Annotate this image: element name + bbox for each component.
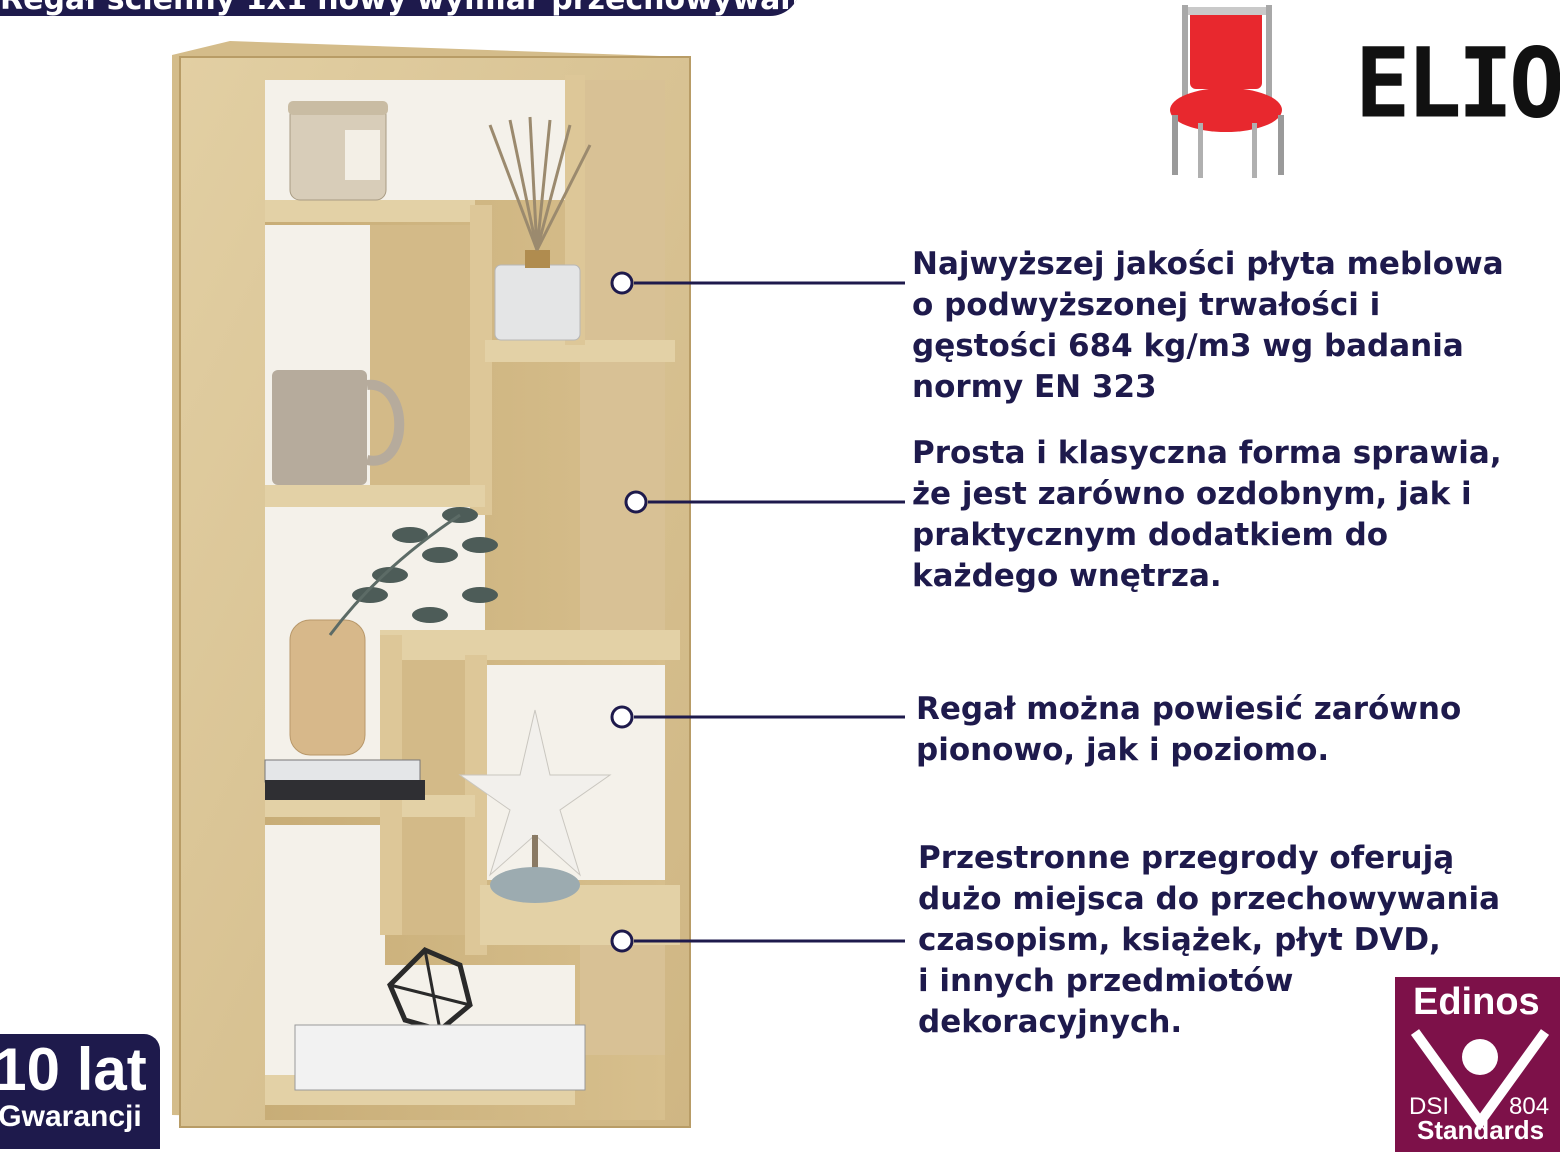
certificate-dsi: DSI xyxy=(1409,1093,1450,1120)
top-banner: Regał ścienny 1x1 nowy wymiar przechowyw… xyxy=(0,0,800,16)
chair-icon xyxy=(1170,5,1284,178)
warranty-years: 10 lat xyxy=(0,1036,147,1103)
feature-text-4: Przestronne przegrody oferują dużo miejs… xyxy=(918,840,1501,1040)
certificate-badge: Edinos DSI 804 Standards xyxy=(1395,977,1560,1152)
warranty-badge: 10 lat Gwarancji xyxy=(0,1034,160,1149)
feature-text-2: Prosta i klasyczna forma sprawia, że jes… xyxy=(912,435,1502,594)
brand-name: ELIOR xyxy=(1355,27,1560,140)
warranty-label: Gwarancji xyxy=(0,1100,142,1133)
certificate-checkmark-icon xyxy=(1410,1029,1550,1131)
certificate-name: Edinos xyxy=(1413,981,1540,1023)
bookshelf-illustration xyxy=(160,35,720,1147)
certificate-number: 804 xyxy=(1509,1093,1550,1120)
banner-text: Regał ścienny 1x1 nowy wymiar przechowyw… xyxy=(0,0,800,16)
brand-logo xyxy=(1160,5,1560,185)
certificate-standards: Standards xyxy=(1417,1115,1545,1145)
feature-text-1: Najwyższej jakości płyta meblowa o podwy… xyxy=(912,246,1504,405)
feature-text-3: Regał można powiesić zarówno pionowo, ja… xyxy=(916,691,1462,768)
